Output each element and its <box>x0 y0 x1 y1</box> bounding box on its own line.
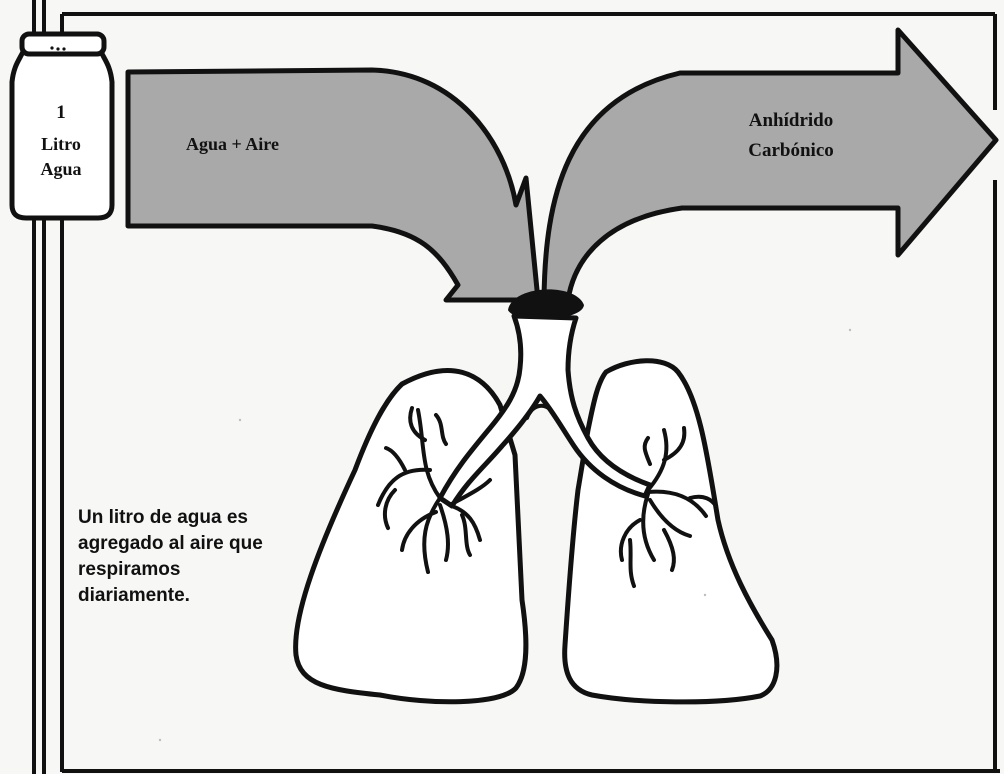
jar-body <box>12 44 112 218</box>
arrow-out-label-line1: Anhídrido <box>726 110 856 132</box>
caption-line-3: respiramos <box>78 557 180 583</box>
arrow-in-label: Agua + Aire <box>186 133 279 155</box>
water-jar <box>12 34 112 218</box>
paper-speck <box>849 329 851 331</box>
paper-speck <box>159 739 161 741</box>
arrow-out-label-line2: Carbónico <box>726 140 856 162</box>
caption-line-4: diariamente. <box>78 583 190 609</box>
jar-lid-dot <box>56 47 59 50</box>
right-lung <box>565 361 777 702</box>
paper-speck <box>704 594 706 596</box>
arrow-in <box>128 70 538 300</box>
jar-lid-dot <box>62 47 65 50</box>
arrow-out <box>544 30 996 300</box>
jar-label-substance: Agua <box>30 159 92 179</box>
jar-lid-dot <box>50 46 53 49</box>
jar-label-quantity: 1 <box>36 103 86 123</box>
caption-line-1: Un litro de agua es <box>78 505 248 531</box>
jar-label-unit: Litro <box>30 134 92 154</box>
paper-speck <box>239 419 241 421</box>
jar-lid <box>22 34 104 54</box>
caption-line-2: agregado al aire que <box>78 531 263 557</box>
